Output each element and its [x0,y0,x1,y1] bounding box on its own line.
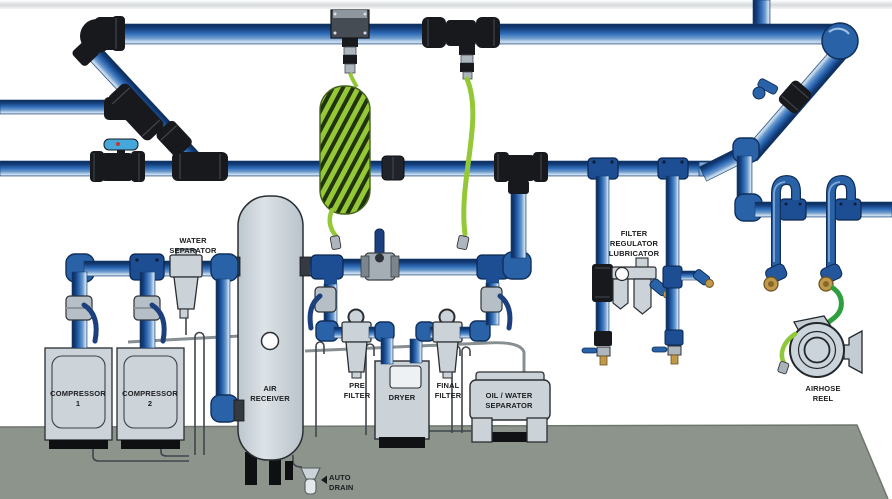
coiled-air-hose [319,85,371,215]
oil-water-separator-unit [469,371,551,443]
label-filter-regulator-lubricator: FILTER REGULATOR LUBRICATOR [608,229,660,258]
frl-drop-right [651,175,714,365]
water-separator-unit [169,248,203,319]
straight-air-hose [461,76,476,237]
bypass-valve [360,228,400,281]
compressor-1-valve-handle [81,302,99,344]
label-oil-water-separator: OIL / WATER SEPARATOR [485,391,533,410]
drop-union [664,329,684,346]
drop-union [594,331,612,346]
drop-side-tee [662,265,683,289]
final-filter-unit [432,308,463,379]
reel-hanging-hose [779,331,798,366]
compressor-1 [44,347,113,449]
takeoff-tee-fitting-black [422,17,500,55]
quick-coupler [460,54,474,64]
auto-drain-unit [300,467,327,495]
compressor-2 [116,347,185,449]
compressor-2-valve-handle [149,302,167,344]
drop-end-valve [667,345,682,356]
label-pre-filter: PRE FILTER [343,381,371,400]
label-airhose-reel: AIRHOSE REEL [805,384,841,403]
ring-main-ball-valve [90,138,145,182]
airhose-reel [777,285,863,378]
treatment-bypass-header [309,180,532,286]
hose-end-fitting [329,235,342,250]
outlet-header [754,174,892,292]
treatment-inlet-branch [307,283,347,342]
compressor-2-riser [133,271,167,349]
top-right-elbow [821,22,859,60]
side-outlet-valve [692,269,714,288]
compressor-1-riser [65,271,99,349]
swan-neck-tee [779,198,807,221]
top-left-elbow-black [72,16,125,66]
straight-hose-takeoff [422,17,500,250]
hose-end-fitting [777,361,790,375]
coil-hose-takeoff [319,9,371,250]
label-water-separator: WATER SEPARATOR [169,236,217,255]
label-dryer: DRYER [388,393,416,402]
treatment-outlet-branch [459,282,513,342]
frl-drop-left [581,175,672,366]
dryer-unit [374,360,430,448]
drop-end-valve [596,346,611,357]
air-receiver-tank [230,195,313,485]
reel-outlet-horn [843,329,863,375]
ceiling-band [0,0,892,9]
label-compressor-1: COMPRESSOR 1 [50,389,106,408]
lower-tee-fitting-black [156,120,228,181]
label-auto-drain: AUTO DRAIN [329,473,354,492]
label-final-filter: FINAL FILTER [434,381,462,400]
pipe-clamp-bracket [752,78,812,114]
auto-drain-pointer-icon [321,475,327,484]
label-compressor-2: COMPRESSOR 2 [122,389,178,408]
label-air-receiver: AIR RECEIVER [250,384,290,403]
frl-unit [611,257,657,315]
frl-tee-fitting [592,264,613,302]
top-riser-stub [752,0,771,28]
hose-end-fitting [456,235,470,250]
pre-filter-to-dryer-pipe [368,321,395,365]
swan-neck-drop-right [818,174,856,292]
drop-tee-fitting-black [494,152,548,182]
feeder-tee-fitting-black [104,83,164,141]
quick-coupler [343,46,357,56]
swan-neck-drop-left [763,174,801,292]
tank-sight-port [260,331,280,351]
swan-neck-tee [834,198,862,221]
